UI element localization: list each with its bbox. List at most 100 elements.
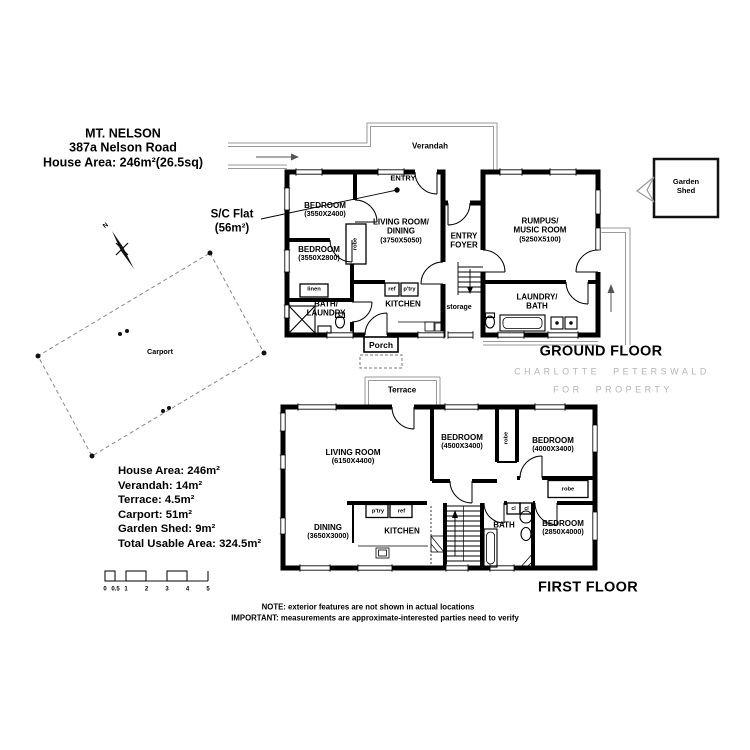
ff-thin-walls (352, 461, 517, 543)
summary-carport: Carport: 51m² (118, 508, 193, 521)
scale-tick: 4 (185, 585, 190, 592)
ff-bedroom3-label: BEDROOM (4500X3400) (441, 433, 483, 451)
ff-dining-label: DINING (3650X3000) (307, 523, 349, 541)
sc-flat-area: (56m²) (214, 222, 250, 234)
gf-entry-label: ENTRY (390, 173, 416, 183)
ff-stairs (447, 505, 480, 562)
scale-tick: 1 (124, 585, 128, 592)
window-lines (279, 168, 601, 572)
entry-marker (260, 187, 400, 220)
summary-verandah: Verandah: 14m² (118, 479, 203, 492)
verandah-label: Verandah (411, 141, 449, 151)
gf-laundry-bath-label: LAUNDRY/ BATH (516, 292, 557, 311)
gf-storage-label: storage (446, 303, 472, 311)
room-name: BEDROOM (304, 201, 346, 211)
garden-shed-line1: Garden (672, 177, 700, 187)
ff-ref-label: ref (397, 508, 406, 515)
garden-shed-line2: Shed (676, 186, 696, 195)
gf-living-label: LIVING ROOM/ DINING (3750X5050) (373, 217, 429, 244)
gf-linen-label: linen (307, 286, 321, 293)
room-name: BEDROOM (542, 518, 584, 528)
carport-label: Carport (147, 346, 173, 356)
room-name: ENTRY (450, 231, 478, 241)
room-name: BEDROOM (298, 245, 340, 255)
room-dims: (4000X3400) (532, 443, 574, 453)
room-dims: (3550X2800) (298, 253, 340, 263)
room-dims: (3550X2400) (304, 209, 346, 219)
room-name: LAUNDRY/ (516, 292, 558, 302)
summary-total: Total Usable Area: 324.5m² (118, 537, 262, 550)
plan-title: MT. NELSON 387a Nelson Road House Area: … (43, 127, 203, 170)
ground-floor-title: GROUND FLOOR (539, 343, 663, 360)
gf-stairs (457, 262, 483, 295)
gf-bath-laundry-label: BATH/ LAUNDRY (307, 299, 346, 318)
ff-bedroom4-label: BEDROOM (4000X3400) (532, 436, 574, 454)
sc-flat-label: S/C Flat (56m²) (211, 208, 254, 235)
room-dims: (4500X3400) (441, 440, 483, 450)
porch-label: Porch (368, 339, 394, 350)
room-dims: (6150X4400) (331, 455, 375, 465)
north-arrow-icon (112, 231, 134, 269)
gf-robe-label: robe (352, 237, 359, 251)
sc-flat-name: S/C Flat (210, 208, 254, 221)
verandah-outline (228, 122, 631, 407)
ff-robe-wall-label: robe (503, 431, 510, 445)
scale-bar (104, 570, 209, 582)
ff-robe-box-label: robe (561, 486, 575, 493)
gf-bedroom2-label: BEDROOM (3550X2800) (298, 245, 340, 263)
door-swings (329, 171, 599, 526)
terrace-label: Terrace (387, 385, 417, 395)
important-text: IMPORTANT: measurements are approximate-… (231, 612, 519, 622)
ff-pantry-label: p'try (371, 508, 385, 515)
ff-cl2-label: cl (524, 505, 529, 512)
room-name: DINING (387, 226, 415, 236)
summary-house-area: House Area: 246m² (118, 465, 220, 477)
property-name: MT. NELSON (85, 126, 161, 141)
gf-foyer-label: ENTRY FOYER (450, 232, 478, 251)
carport-outline (35, 250, 267, 459)
property-area: House Area: 246m²(26.5sq) (42, 155, 204, 170)
scale-tick: 3 (165, 585, 169, 592)
ff-outer-walls (280, 404, 598, 571)
gf-pantry-label: p'try (403, 286, 416, 293)
first-floor-title: FIRST FLOOR (538, 579, 638, 596)
room-name: DINING (314, 522, 342, 532)
room-name: BEDROOM (441, 432, 483, 442)
room-dims: (3650X3000) (307, 530, 349, 540)
room-dims: (5250X5100) (519, 234, 561, 244)
summary-garden-shed: Garden Shed: 9m² (118, 523, 216, 536)
ff-cl1-label: cl (511, 505, 516, 512)
scale-tick: 2 (144, 585, 149, 592)
ff-kitchen-label: KITCHEN (384, 526, 420, 536)
scale-tick: 0.5 (111, 585, 120, 592)
room-name: BATH (526, 301, 548, 311)
room-name: BEDROOM (532, 435, 574, 445)
room-name: RUMPUS/ (521, 216, 559, 226)
room-dims: (3750X5050) (380, 235, 422, 245)
gf-rumpus-label: RUMPUS/ MUSIC ROOM (5250X5100) (514, 216, 567, 243)
area-summary: House Area: 246m² Verandah: 14m² Terrace… (118, 464, 261, 552)
fixtures (288, 305, 578, 569)
room-name: LIVING ROOM (325, 447, 381, 457)
room-dims: (2850X4000) (542, 526, 584, 536)
note-text: NOTE: exterior features are not shown in… (261, 601, 475, 611)
wall-openings (279, 168, 602, 572)
scale-tick: 5 (206, 585, 210, 592)
brand-line2: FOR PROPERTY (553, 384, 673, 395)
room-name: LIVING ROOM/ (373, 217, 429, 227)
garden-shed-label: Garden Shed (672, 177, 700, 196)
summary-terrace: Terrace: 4.5m² (118, 494, 195, 507)
room-name: LAUNDRY (306, 308, 346, 318)
ff-living-label: LIVING ROOM (6150X4400) (325, 447, 380, 465)
ff-bath-label: BATH (493, 520, 515, 530)
property-address: 387a Nelson Road (69, 140, 177, 155)
gf-kitchen-label: KITCHEN (385, 299, 421, 309)
brand-line1: CHARLOTTE PETERSWALD (514, 366, 710, 377)
porch-steps (359, 354, 403, 369)
room-name: MUSIC ROOM (513, 225, 567, 235)
gf-inner-walls (287, 172, 598, 335)
room-name: FOYER (450, 241, 478, 250)
garden-shed-outline (635, 157, 720, 219)
